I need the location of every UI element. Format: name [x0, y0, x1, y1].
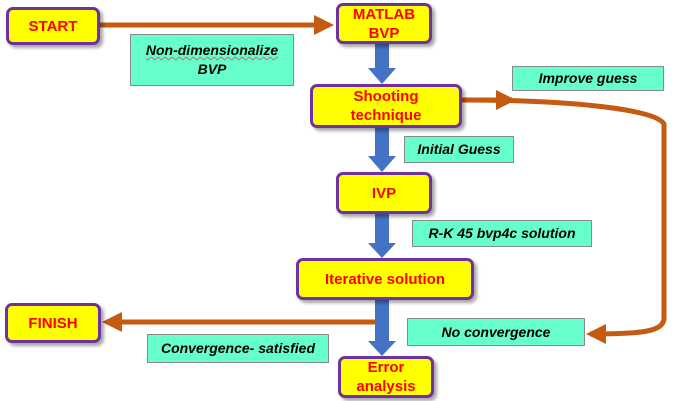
arrow-shooting-to-ivp	[368, 128, 396, 172]
note-non-dimensionalize-line1: Non-dimensionalize	[145, 42, 279, 58]
note-non-dimensionalize-line2: BVP	[197, 61, 227, 77]
node-iterative-solution: Iterative solution	[296, 258, 474, 300]
arrow-ivp-to-iterative	[368, 214, 396, 258]
note-non-dimensionalize: Non-dimensionalize BVP	[130, 34, 294, 86]
arrow-iterative-to-error	[368, 300, 396, 356]
arrow-matlab-to-shooting	[368, 44, 396, 84]
loop-line-no-convergence	[461, 97, 667, 344]
note-rk45-bvp4c: R-K 45 bvp4c solution	[412, 220, 592, 247]
node-ivp: IVP	[336, 172, 432, 214]
node-start: START	[6, 7, 100, 45]
node-error-analysis: Error analysis	[338, 356, 434, 398]
node-finish: FINISH	[5, 303, 101, 343]
note-no-convergence: No convergence	[407, 318, 585, 346]
note-convergence-satisfied: Convergence- satisfied	[147, 334, 329, 363]
node-matlab-bvp: MATLAB BVP	[336, 3, 432, 44]
note-improve-guess: Improve guess	[512, 66, 664, 91]
note-initial-guess: Initial Guess	[404, 136, 514, 163]
node-shooting-technique: Shooting technique	[310, 84, 462, 128]
